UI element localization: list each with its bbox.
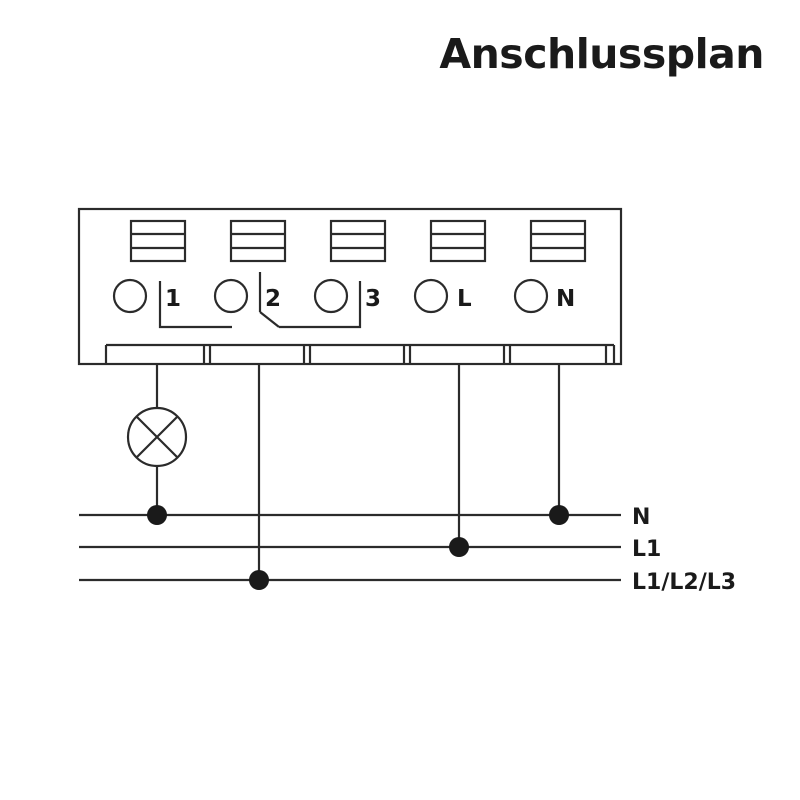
terminal-label-l: L — [457, 286, 472, 312]
junction-dot — [249, 570, 269, 590]
screw-clamps — [129, 219, 587, 263]
terminal-circle-n — [513, 278, 549, 314]
contact-bracket-3 — [279, 281, 362, 329]
terminal-circle-2 — [213, 278, 249, 314]
bus-label-l1l2l3: L1/L2/L3 — [632, 570, 736, 595]
clamp-l — [429, 219, 487, 263]
connector-strip — [104, 343, 616, 364]
terminal-block — [77, 207, 623, 366]
clamp-n — [529, 219, 587, 263]
junction-dot — [147, 505, 167, 525]
bus-label-n: N — [632, 505, 650, 530]
page-title: Anschlussplan — [439, 30, 764, 78]
terminal-label-3: 3 — [365, 286, 381, 312]
clamp-3 — [329, 219, 387, 263]
clamp-2 — [229, 219, 287, 263]
lamp-icon — [126, 406, 188, 468]
terminal-circle-l — [413, 278, 449, 314]
switch-blade — [259, 311, 280, 328]
junction-dot — [449, 537, 469, 557]
terminal-label-1: 1 — [165, 286, 181, 312]
clamp-1 — [129, 219, 187, 263]
terminal-label-2: 2 — [265, 286, 281, 312]
terminal-label-n: N — [556, 286, 575, 312]
terminal-circle-3 — [313, 278, 349, 314]
terminal-circle-1 — [112, 278, 148, 314]
bus-label-l1: L1 — [632, 537, 661, 562]
junction-dot — [549, 505, 569, 525]
contact-bracket-1 — [158, 281, 232, 329]
